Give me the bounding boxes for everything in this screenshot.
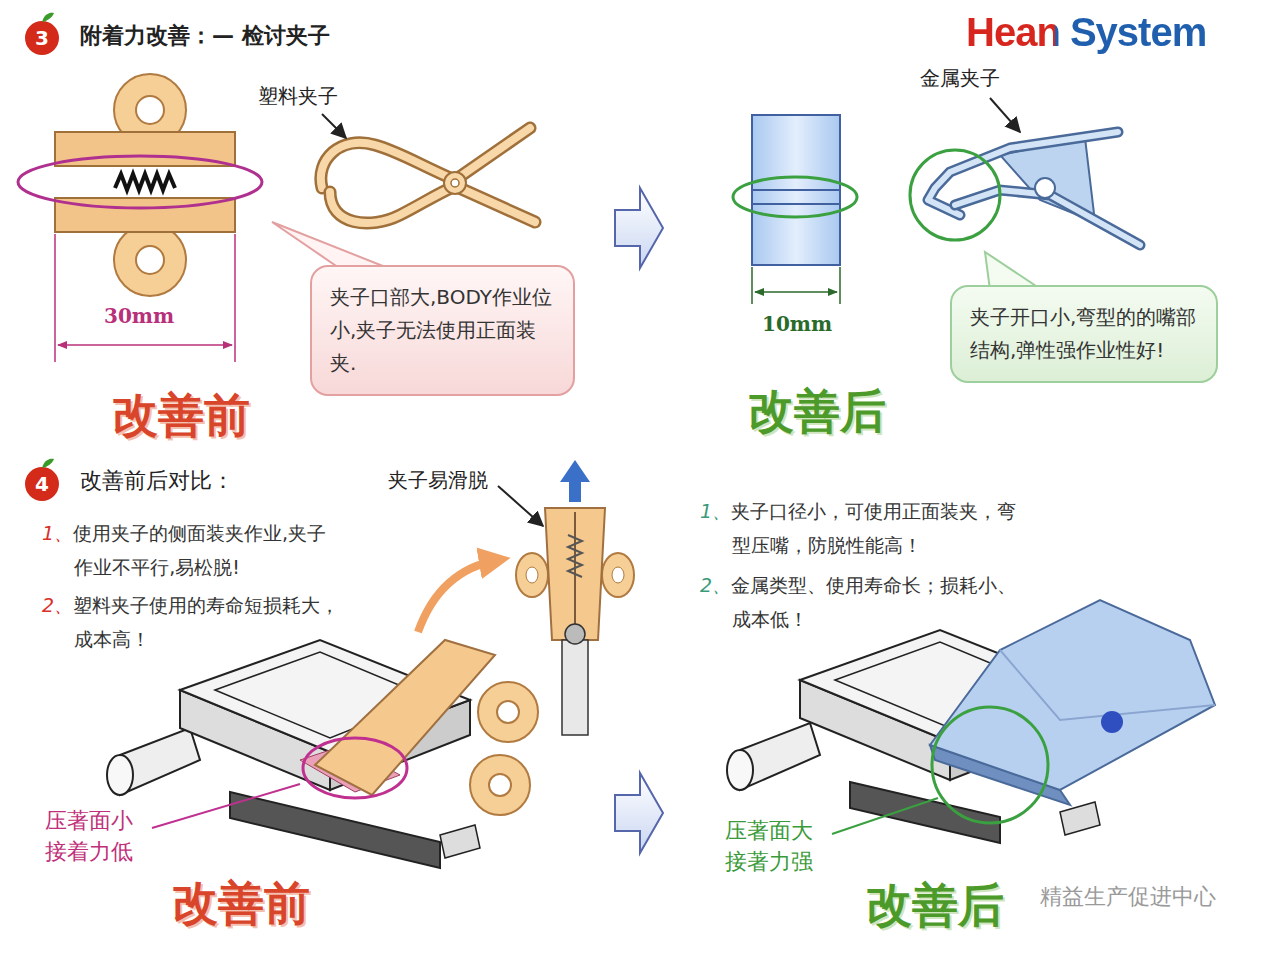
drawing-part [58,344,232,346]
drawing-part [25,21,59,55]
drawing-part [733,177,857,217]
note-item: 1、夹子口径小，可使用正面装夹，弯型压嘴，防脱性能高！ [700,494,1030,562]
drawing-part [568,535,582,577]
drawing-part [115,174,175,190]
drawing-part [303,738,407,798]
drawing-part [612,567,624,583]
drawing-part [444,172,466,194]
drawing-part [152,784,300,828]
drawing-part [602,553,634,597]
drawing-part [234,234,236,362]
annotation: 压著面大 接著力强 [725,816,825,878]
drawing-part [25,467,59,501]
drawing-part [136,246,164,274]
callout-number: 3 [32,28,52,48]
note-item: 1、使用夹子的侧面装夹作业,夹子作业不平行,易松脱! [42,516,342,584]
drawing-part [560,460,590,502]
drawing-part [850,782,1000,843]
drawing-part [1101,711,1123,733]
section-heading: 改善前后对比： [80,468,234,494]
drawing-part [990,98,1020,132]
drawing-part [930,600,1215,790]
drawing-part [752,115,840,265]
drawing-part [315,640,495,795]
drawing-part [752,203,840,205]
part-name: 塑料夹子 [258,84,338,108]
dimension: 10mm [762,312,832,336]
after-assembly [727,600,1215,843]
drawing-part [497,701,519,723]
drawing-part [418,560,498,632]
note-item: 2、金属类型、使用寿命长；损耗小、成本低！ [700,568,1030,636]
drawing-part [489,774,511,796]
drawing-part [565,624,585,644]
drawing-part [54,234,56,362]
drawing-part [751,267,753,304]
drawing-part [615,188,663,268]
drawing-part [470,755,530,815]
drawing-part [932,707,1048,823]
drawing-part [755,291,837,293]
drawing-part [832,798,938,834]
drawing-part [107,755,133,795]
callout-bubble: 夹子开口小,弯型的的嘴部结构,弹性强作业性好! [950,285,1218,383]
drawing-part [321,128,530,188]
drawing-part [136,96,164,124]
drawing-part [1000,650,1215,720]
dimension-30mm [55,234,235,362]
page-title: 附着力改善：— 检讨夹子 [80,22,330,48]
metal-clip [910,98,1140,245]
drawing-part [516,553,548,597]
drawing-part [526,567,538,583]
annotation: 压著面小 接着力低 [45,806,145,868]
stage-heading: 改善前 [112,390,250,441]
drawing-part [18,156,262,208]
part-note: 夹子易滑脱 [388,468,488,492]
drawing-part [839,267,841,304]
stage-heading: 改善前 [172,878,310,929]
stage-heading: 改善后 [866,880,1004,931]
drawing-part [330,186,535,223]
drawing-part [498,486,543,526]
callout-text: 夹子开口小,弯型的的嘴部结构,弹性强作业性好! [970,301,1198,367]
plastic-clip [321,114,535,223]
drawing-part [1035,178,1055,198]
drawing-part [440,825,480,858]
callout-text: 夹子口部大,BODY作业位小,夹子无法使用正面装夹. [330,281,555,380]
note-item: 2、塑料夹子使用的寿命短损耗大，成本高！ [42,588,342,656]
drawing-part [322,114,346,138]
dimension: 30mm [104,304,174,328]
drawing-part [752,189,840,191]
drawing-part [478,682,538,742]
stage-heading: 改善后 [748,386,886,437]
apple-icon [25,13,59,501]
part-name: 金属夹子 [920,66,1000,90]
drawing-part [545,508,605,640]
drawing-part [114,224,186,296]
drawing-part [451,179,459,187]
blue-part [733,115,857,265]
block-arrow [615,188,663,853]
dimension-10mm [752,267,840,304]
drawing-part [42,13,54,22]
callout-bubble: 夹子口部大,BODY作业位小,夹子无法使用正面装夹. [310,265,575,396]
drawing-part [615,773,663,853]
watermark: 精益生产促进中心 [1040,884,1216,910]
drawing-part [910,150,1000,240]
drawing-part [727,750,753,790]
drawing-part [1060,802,1100,835]
drawing-part [562,640,588,735]
before-assembly [107,640,538,868]
drawing-part [321,128,530,188]
drawing-part [230,792,440,868]
brand-logo: Hean System [966,8,1206,56]
drawing-part [330,186,535,223]
drawing-part [42,459,54,468]
callout-number: 4 [32,474,52,494]
